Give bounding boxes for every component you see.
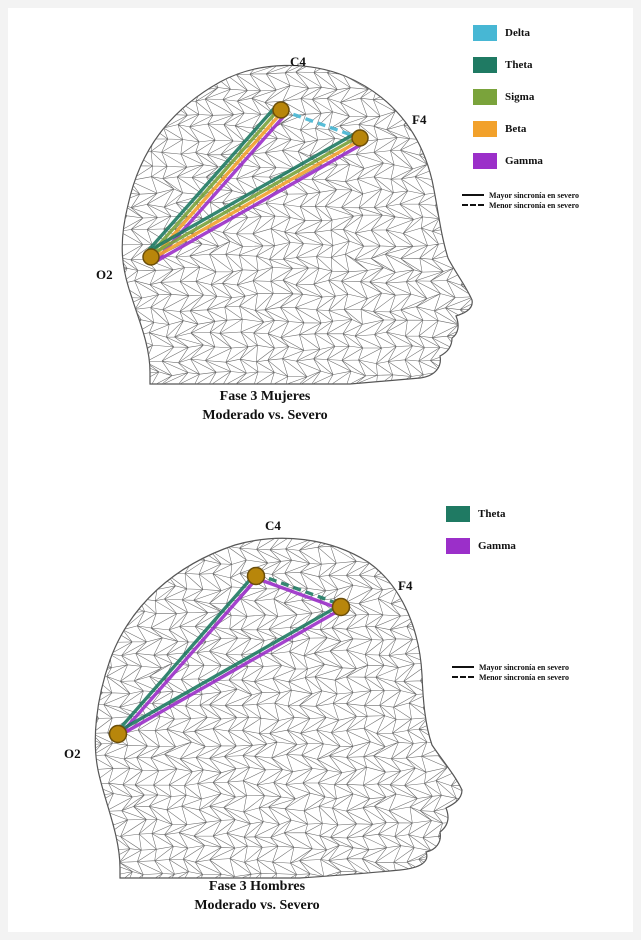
legend-item-gamma: Gamma [473,145,543,177]
dashed-line-sample [452,676,474,678]
legend-dashed: Menor sincronía en severo [462,200,579,210]
legend-item-theta: Theta [473,49,543,81]
label-c4: C4 [290,54,306,70]
line-style-legend: Mayor sincronía en severo Menor sincroní… [452,662,569,682]
legend-item-sigma: Sigma [473,81,543,113]
caption-line1: Fase 3 Mujeres [115,387,415,406]
caption-line1: Fase 3 Hombres [107,877,407,896]
legend-item-theta: Theta [446,498,516,530]
legend-label: Theta [505,59,533,71]
caption-hombres: Fase 3 Hombres Moderado vs. Severo [107,877,407,915]
line-style-legend: Mayor sincronía en severo Menor sincroní… [462,190,579,210]
caption-line2: Moderado vs. Severo [107,896,407,915]
dashed-line-label: Menor sincronía en severo [479,673,569,682]
legend-solid: Mayor sincronía en severo [452,662,569,672]
solid-line-sample [462,194,484,196]
electrode-c4 [273,102,289,118]
label-f4: F4 [398,578,412,594]
legend-label: Gamma [478,540,516,552]
electrode-c4 [248,568,265,585]
legend-swatch [473,25,497,41]
legend-dashed: Menor sincronía en severo [452,672,569,682]
electrode-o2 [110,726,127,743]
label-o2: O2 [96,267,113,283]
head-diagram-hombres [0,470,641,940]
legend-label: Sigma [505,91,534,103]
legend-item-delta: Delta [473,17,543,49]
legend-label: Beta [505,123,526,135]
label-c4: C4 [265,518,281,534]
electrode-o2 [143,249,159,265]
legend-swatch [446,506,470,522]
caption-line2: Moderado vs. Severo [115,406,415,425]
legend-label: Theta [478,508,506,520]
legend-solid: Mayor sincronía en severo [462,190,579,200]
solid-line-label: Mayor sincronía en severo [479,663,569,672]
label-o2: O2 [64,746,81,762]
legend-item-gamma: Gamma [446,530,516,562]
legend-swatch [473,57,497,73]
legend-item-beta: Beta [473,113,543,145]
legend-swatch [446,538,470,554]
electrode-f4 [352,130,368,146]
solid-line-sample [452,666,474,668]
solid-line-label: Mayor sincronía en severo [489,191,579,200]
dashed-line-label: Menor sincronía en severo [489,201,579,210]
legend-swatch [473,153,497,169]
label-f4: F4 [412,112,426,128]
caption-mujeres: Fase 3 Mujeres Moderado vs. Severo [115,387,415,425]
legend-swatch [473,89,497,105]
legend-label: Delta [505,27,530,39]
legend-label: Gamma [505,155,543,167]
legend-swatch [473,121,497,137]
dashed-line-sample [462,204,484,206]
electrode-f4 [333,599,350,616]
